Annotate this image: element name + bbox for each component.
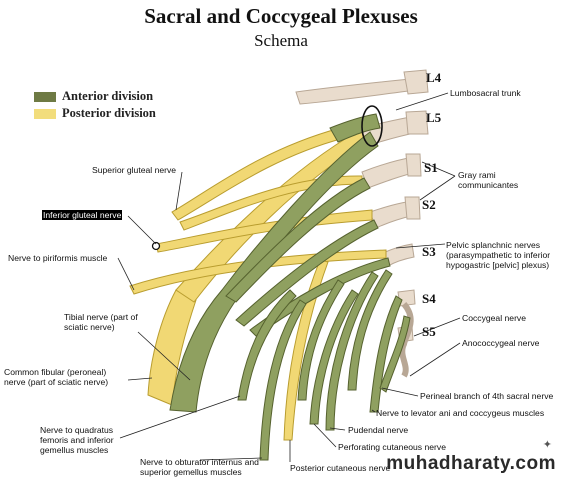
branch-extra-1 [297,279,345,401]
root-label-s2: S2 [422,197,436,212]
label-inferior-gluteal: Inferior gluteal nerve [42,210,123,220]
posterior-cutaneous-nerve [283,259,329,441]
lumbosacral-trunk [329,113,381,143]
root-label-s1: S1 [424,160,438,175]
label-coccygeal: Coccygeal nerve [462,313,527,323]
label-superior-gluteal: Superior gluteal nerve [92,165,177,175]
label-quadratus: Nerve to quadratus femoris and inferior … [40,425,114,455]
inferior-gluteal-marker [151,241,161,251]
root-label-s5: S5 [422,324,436,339]
root-s1-tip [405,153,422,177]
root-l5-tip [405,110,429,135]
legend-anterior: Anterior division [34,89,153,104]
legend-anterior-label: Anterior division [62,89,154,103]
label-lumbosacral-trunk: Lumbosacral trunk [450,88,521,98]
spinal-roots [295,69,429,378]
root-s3 [382,243,415,267]
s3-anterior [249,257,391,337]
label-tibial: Tibial nerve (part of sciatic nerve) [64,312,138,332]
label-posterior-cutaneous: Posterior cutaneous nerve [290,463,391,473]
pudendal-nerve [325,271,379,431]
diagram-subtitle: Schema [254,31,308,50]
legend-posterior: Posterior division [34,106,156,121]
root-label-s3: S3 [422,244,436,259]
leader-lines [117,92,461,462]
root-l4-tip [403,69,429,95]
label-anococcygeal: Anococcygeal nerve [462,338,540,348]
label-perforating: Perforating cutaneous nerve [338,442,446,452]
perforating-nerve [309,289,359,425]
root-label-s4: S4 [422,291,436,306]
legend-posterior-swatch [34,108,56,119]
coccygeal-loop [399,302,414,378]
diagram-title: Sacral and Coccygeal Plexuses [144,4,418,28]
root-label-l4: L4 [426,70,442,85]
perineal-branch [379,315,411,393]
legend-anterior-swatch [34,91,56,102]
label-common-fibular: Common fibular (peroneal) nerve (part of… [4,367,109,387]
watermark: muhadharaty.com [386,453,556,474]
label-pelvic-splanchnic: Pelvic splanchnic nerves (parasympatheti… [446,240,551,270]
quadratus-nerve [237,289,297,401]
label-pudendal: Pudendal nerve [348,425,409,435]
watermark-logo-icon: ✦ [542,439,552,451]
tibial-nerve [169,131,379,413]
lumbosacral-ring [361,105,383,147]
label-obturator: Nerve to obturator internus and superior… [140,457,259,477]
root-l4 [295,77,425,105]
label-inferior-gluteal-text: Inferior gluteal nerve [42,210,123,220]
root-s2-tip [404,196,421,220]
anterior-division-nerves [169,113,411,461]
s1-anterior [225,177,371,303]
label-gray-rami: Gray rami communicantes [458,170,519,190]
s2-anterior [235,219,379,327]
label-perineal-branch: Perineal branch of 4th sacral nerve [420,391,554,401]
label-piriformis: Nerve to piriformis muscle [8,253,108,263]
obturator-nerve [259,299,307,461]
legend-posterior-label: Posterior division [62,106,156,120]
label-levator-ani: Nerve to levator ani and coccygeus muscl… [376,408,545,418]
root-label-l5: L5 [426,110,442,125]
pelvic-splanchnic [347,269,393,391]
